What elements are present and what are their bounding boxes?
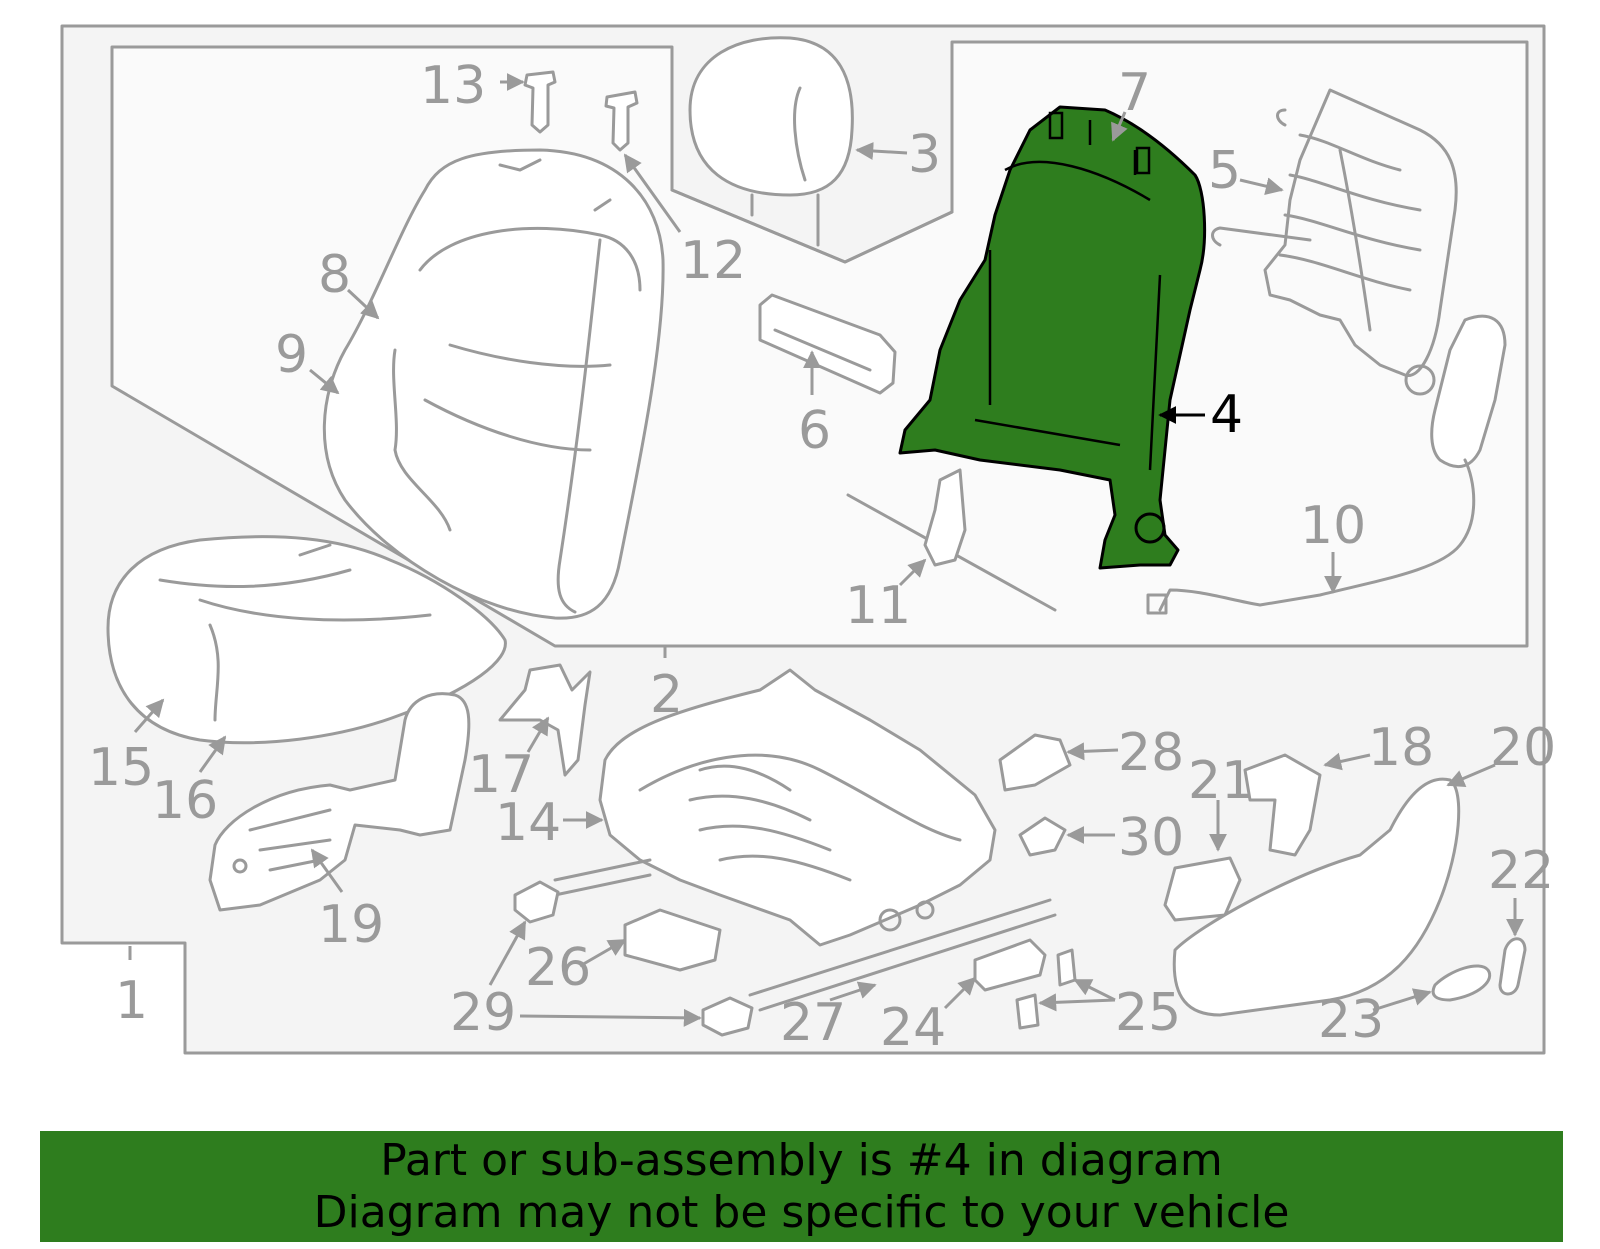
side-airbag <box>1146 314 1507 615</box>
clip-30 <box>1018 816 1067 857</box>
switch-knob-23 <box>1431 964 1492 1002</box>
part-number-22: 22 <box>1488 841 1554 901</box>
part-number-9: 9 <box>275 325 308 385</box>
part-number-14: 14 <box>495 793 561 853</box>
cover-29a <box>513 880 560 924</box>
seat-back-cover <box>322 148 665 620</box>
part-number-26: 26 <box>525 938 591 998</box>
cover-29b <box>701 996 754 1037</box>
info-banner: Part or sub-assembly is #4 in diagram Di… <box>40 1131 1563 1242</box>
headrest-box <box>670 188 954 264</box>
banner-line-2: Diagram may not be specific to your vehi… <box>313 1187 1290 1238</box>
part-number-5: 5 <box>1208 141 1241 201</box>
switch-knob-22 <box>1498 937 1527 996</box>
seat-cushion <box>106 535 507 745</box>
part-number-3: 3 <box>908 125 941 185</box>
part-number-15: 15 <box>88 738 154 798</box>
seat-back-frame-highlighted <box>898 105 1207 570</box>
seat-track-frame <box>553 668 1057 1012</box>
part-number-12: 12 <box>680 231 746 291</box>
part-number-23: 23 <box>1318 990 1384 1050</box>
banner-line-1: Part or sub-assembly is #4 in diagram <box>380 1135 1223 1186</box>
lumbar-support <box>1211 88 1458 396</box>
part-number-2: 2 <box>650 665 683 725</box>
bracket-18 <box>1243 753 1322 857</box>
clip-25a <box>1056 948 1077 987</box>
side-trim-20 <box>1172 777 1461 1017</box>
side-shield <box>208 692 471 912</box>
part-number-30: 30 <box>1118 808 1184 868</box>
part-number-7: 7 <box>1118 63 1151 123</box>
part-number-18: 18 <box>1368 718 1434 778</box>
headrest <box>688 36 854 247</box>
part-number-17: 17 <box>468 745 534 805</box>
part-number-6: 6 <box>798 401 831 461</box>
part-number-11: 11 <box>845 576 911 636</box>
clip-13 <box>523 70 557 134</box>
part-number-21: 21 <box>1188 751 1254 811</box>
part-number-24: 24 <box>880 998 946 1058</box>
clip-28 <box>998 733 1072 792</box>
part-number-25: 25 <box>1115 983 1181 1043</box>
part-number-27: 27 <box>780 993 846 1053</box>
part-number-13: 13 <box>420 56 486 116</box>
part-number-16: 16 <box>152 771 218 831</box>
part-number-4-highlighted: 4 <box>1210 385 1243 445</box>
part-number-29: 29 <box>450 983 516 1043</box>
recliner-rod <box>846 468 1057 612</box>
part-number-28: 28 <box>1118 723 1184 783</box>
part-number-8: 8 <box>318 245 351 305</box>
part-number-1: 1 <box>115 971 148 1031</box>
part-number-19: 19 <box>318 895 384 955</box>
clip-12 <box>604 90 639 152</box>
part-number-20: 20 <box>1490 718 1556 778</box>
clip-25b <box>1015 993 1040 1030</box>
part-number-10: 10 <box>1300 496 1366 556</box>
bracket-6 <box>758 293 897 395</box>
